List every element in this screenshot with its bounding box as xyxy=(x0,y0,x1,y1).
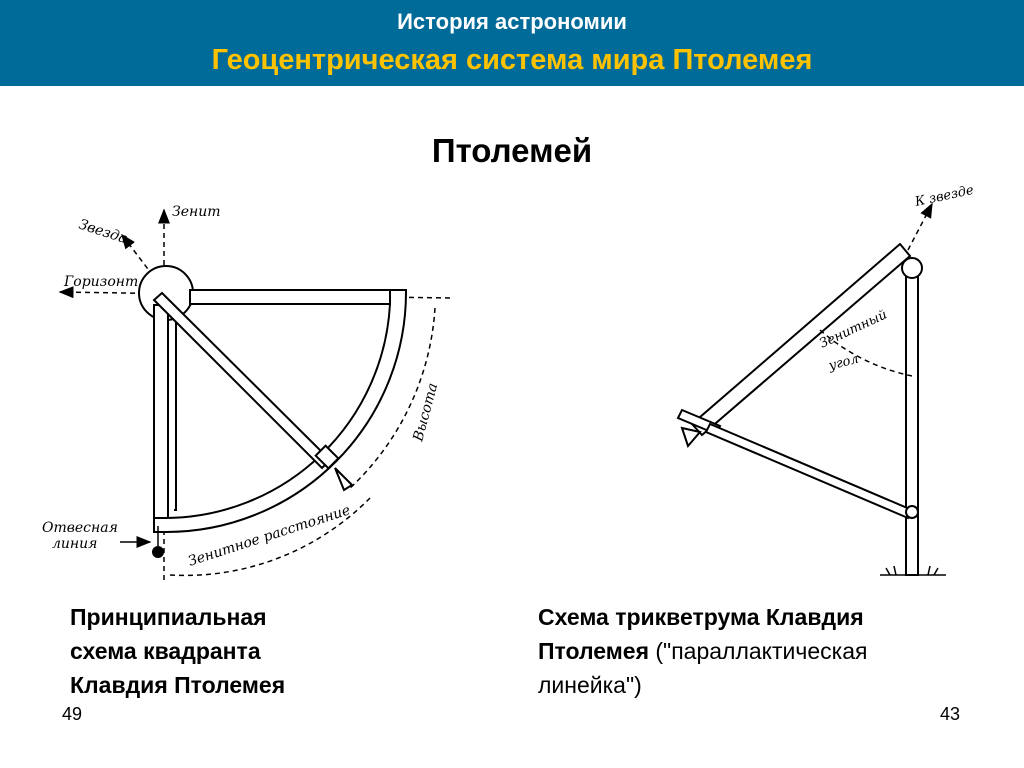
triquetrum-caption-line2-bold: Птолемея xyxy=(538,638,649,664)
quadrant-diagram: Зенит Звезда Горизонт Высота Отвесная ли… xyxy=(42,204,451,580)
page-number-right: 43 xyxy=(940,704,961,724)
sight-pointer xyxy=(334,467,354,492)
triquetrum-caption-line3: линейка") xyxy=(538,672,642,698)
quadrant-caption-line1: Принципиальная xyxy=(70,604,267,630)
sighting-rod xyxy=(152,291,332,470)
label-plumb-line-1: Отвесная xyxy=(42,520,118,536)
to-star-line xyxy=(907,202,933,251)
page-number-left: 49 xyxy=(62,704,83,724)
label-altitude: Высота xyxy=(410,381,441,444)
lower-pivot xyxy=(905,505,919,519)
triquetrum-caption-line1: Схема трикветрума Клавдия xyxy=(538,604,864,630)
quadrant-caption: Принципиальная схема квадранта Клавдия П… xyxy=(70,600,285,702)
page-heading: Птолемей xyxy=(431,132,593,169)
zenith-distance-arc xyxy=(169,497,371,577)
label-zenith-angle-2: угол xyxy=(826,352,860,375)
sight-pointer-tri xyxy=(680,426,702,448)
quadrant-caption-line3: Клавдия Птолемея xyxy=(70,672,286,698)
sight-block xyxy=(314,444,340,470)
label-plumb-line-2: линия xyxy=(52,536,97,552)
label-horizon: Горизонт xyxy=(63,274,138,290)
slide-header: История астрономии Геоцентрическая систе… xyxy=(0,0,1024,86)
label-to-star: К звезде xyxy=(913,183,976,210)
lower-bar xyxy=(704,422,914,520)
plumb-bob xyxy=(152,546,164,558)
quadrant-inner-frame xyxy=(174,312,177,511)
slide-subtitle: Геоцентрическая система мира Птолемея xyxy=(211,44,813,76)
top-pivot xyxy=(901,257,923,279)
triquetrum-caption-line2-rest: ("параллактическая xyxy=(649,638,868,664)
sighting-arm xyxy=(690,242,912,437)
slide-title: История астрономии xyxy=(397,9,627,34)
quadrant-left-arm xyxy=(153,304,169,526)
label-star: Звезда xyxy=(77,217,130,248)
altitude-arc xyxy=(347,307,436,491)
triquetrum-caption: Схема трикветрума Клавдия Птолемея ("пар… xyxy=(538,600,867,702)
label-zenith: Зенит xyxy=(172,204,221,220)
quadrant-top-arm xyxy=(189,289,391,305)
zenith-angle-arc xyxy=(819,329,913,377)
triquetrum-diagram: К звезде Зенитный угол xyxy=(676,183,976,576)
ground xyxy=(880,565,946,576)
quadrant-arc xyxy=(153,289,408,533)
vertical-post xyxy=(905,271,919,576)
quadrant-caption-line2: схема квадранта xyxy=(70,638,261,664)
